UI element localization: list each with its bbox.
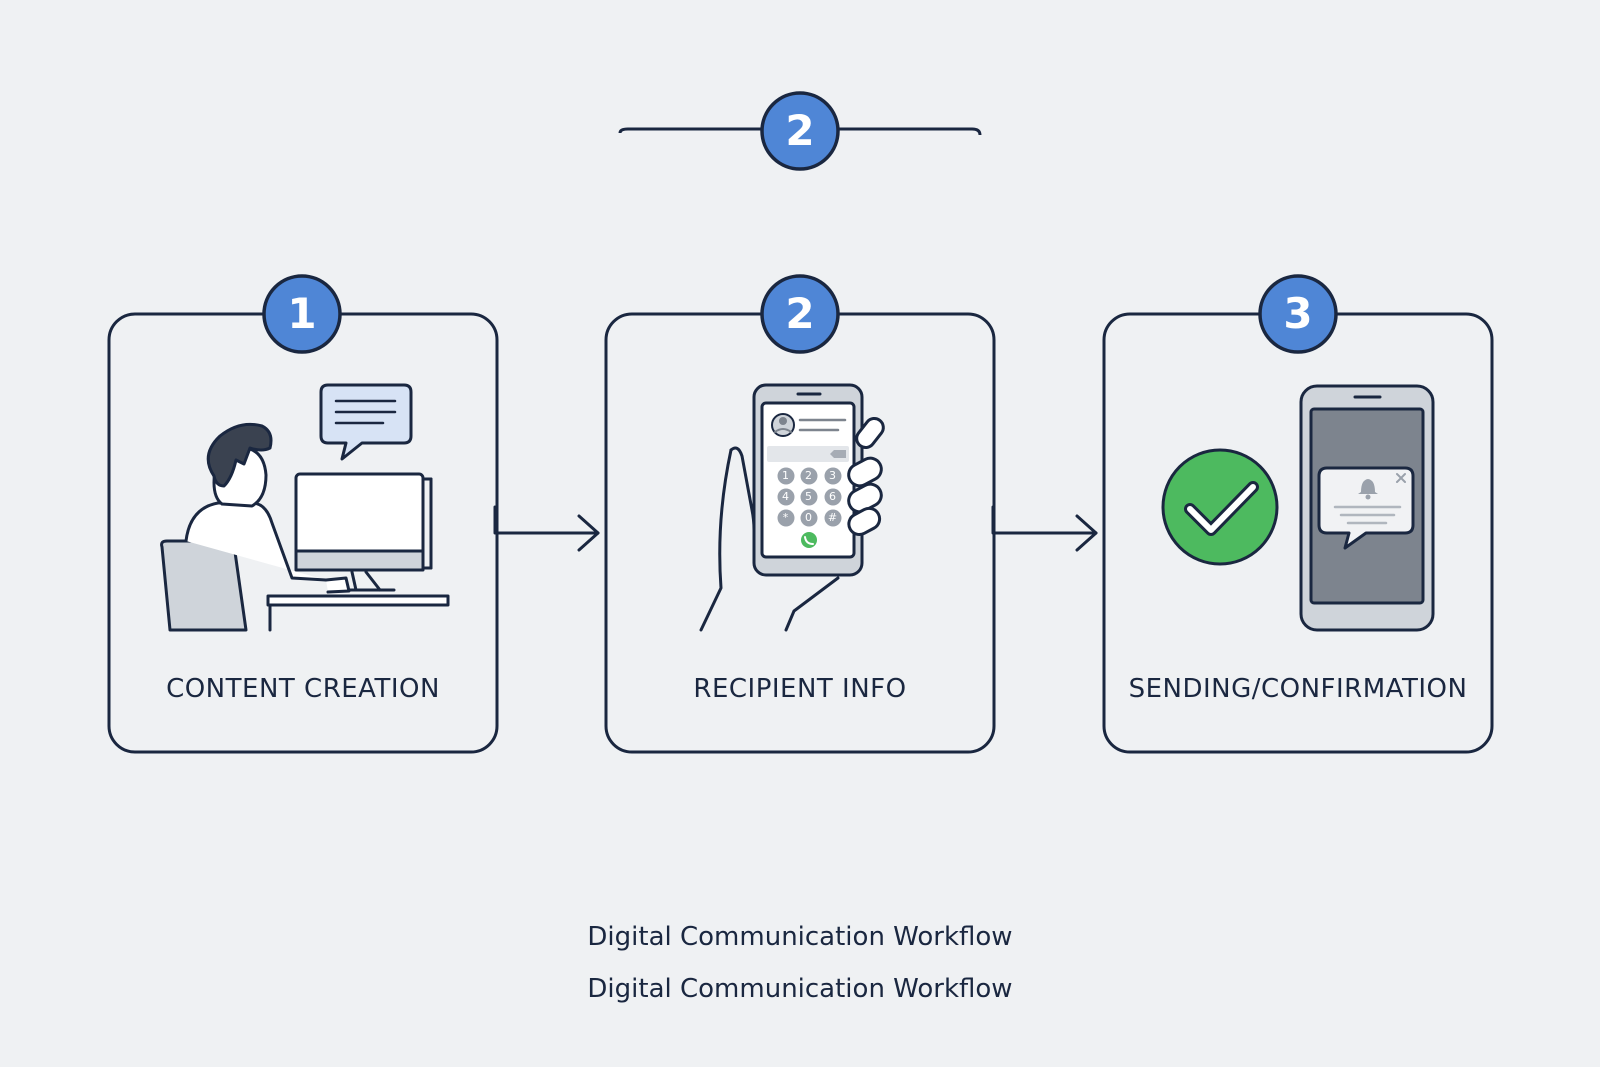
step-badge-3 [1258,274,1338,354]
success-check-icon [1161,448,1279,566]
step-1-badge-number: 1 [287,289,317,338]
confirmation-illustration [1161,384,1435,632]
top-indicator-badge [760,91,840,171]
desk [266,594,450,607]
connector-arrow-2 [991,505,1098,552]
step-badge-2 [760,274,840,354]
step-3-label: SENDING/CONFIRMATION [1128,674,1468,704]
step-2-label: RECIPIENT INFO [693,674,907,704]
keypad-key: 0 [805,511,812,524]
keypad-key: 1 [782,469,789,482]
hair [206,422,273,488]
step-2-badge-number: 2 [785,289,815,338]
step-badge-1 [262,274,342,354]
keypad-key: 4 [782,490,789,503]
diagram-caption-repeat: Digital Communication Workflow [587,974,1013,1004]
number-input-field [767,446,849,462]
keypad-key: # [827,511,838,524]
step-3-badge-number: 3 [1283,289,1313,338]
person-at-computer-icon [160,383,450,632]
connector-arrow-1 [493,505,600,552]
call-button-icon [801,532,817,548]
keypad-key: 3 [829,469,836,482]
fingers [847,416,885,537]
keypad-key: 2 [805,469,812,482]
dial-keypad [777,467,842,527]
keypad-key: * [782,511,789,524]
keypad-key: 5 [805,490,812,503]
bell-icon [1358,479,1378,494]
step-1-label: CONTENT CREATION [166,674,440,704]
diagram-caption: Digital Communication Workflow [587,922,1013,952]
hand-phone-keypad-icon [699,383,885,632]
chair [160,539,248,632]
keypad-key: 6 [829,490,836,503]
top-indicator-badge-number: 2 [785,106,815,155]
